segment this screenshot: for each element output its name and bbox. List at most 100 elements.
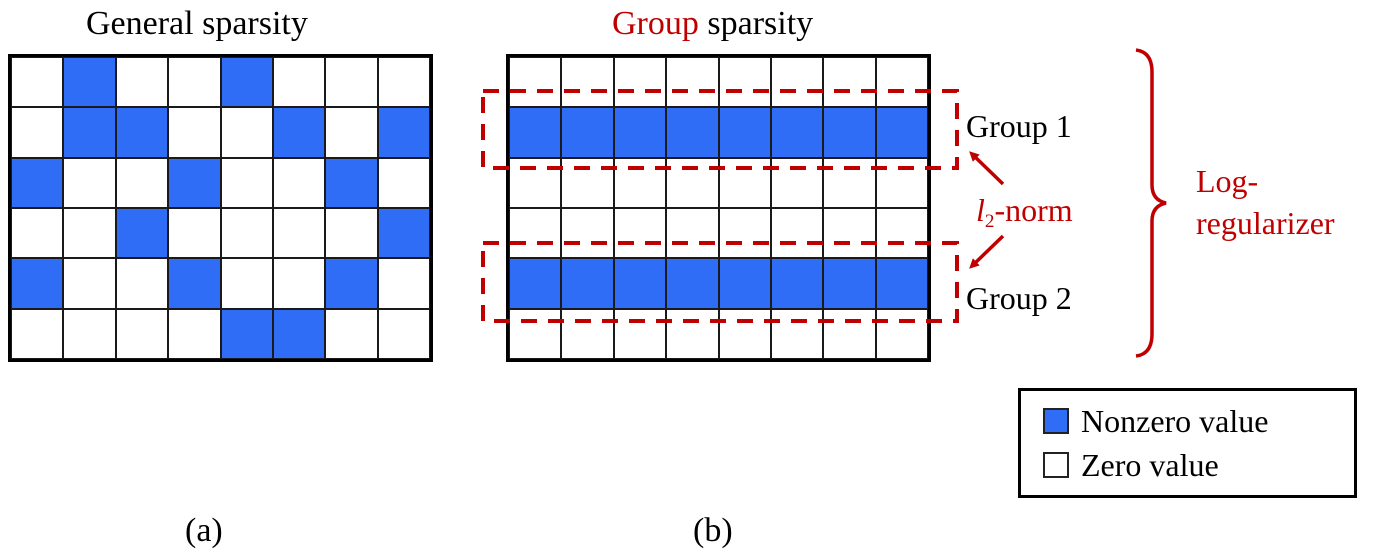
log-regularizer-line-1: Log- bbox=[1196, 163, 1259, 199]
legend: Nonzero value Zero value bbox=[1018, 388, 1357, 498]
general-cell-nonzero bbox=[272, 107, 326, 158]
general-cell-zero bbox=[377, 157, 430, 208]
group-cell-zero bbox=[823, 308, 876, 359]
general-cell-zero bbox=[220, 157, 273, 208]
group-cell-zero bbox=[613, 308, 667, 359]
general-cell-zero bbox=[168, 57, 221, 108]
general-cell-zero bbox=[11, 57, 64, 108]
group-1-dashed-box bbox=[481, 89, 959, 170]
general-cell-zero bbox=[272, 207, 326, 259]
general-cell-zero bbox=[325, 57, 378, 108]
panel-a-title: General sparsity bbox=[86, 5, 308, 42]
group-cell-zero bbox=[666, 207, 719, 259]
general-cell-zero bbox=[272, 157, 326, 208]
group-cell-zero bbox=[823, 207, 876, 259]
group-cell-nonzero bbox=[823, 258, 876, 309]
group-cell-zero bbox=[823, 57, 876, 108]
general-cell-nonzero bbox=[377, 207, 430, 259]
group-cell-zero bbox=[509, 308, 562, 359]
legend-label-zero: Zero value bbox=[1081, 446, 1219, 483]
group-2-label: Group 2 bbox=[966, 280, 1072, 316]
group-cell-zero bbox=[770, 57, 824, 108]
general-cell-nonzero bbox=[63, 107, 116, 158]
general-cell-nonzero bbox=[11, 258, 64, 309]
general-cell-zero bbox=[115, 258, 169, 309]
l2-norm-subscript: 2 bbox=[984, 210, 995, 232]
legend-item-nonzero: Nonzero value bbox=[1043, 399, 1354, 443]
panel-b-title-highlight: Group bbox=[612, 5, 699, 42]
group-cell-nonzero bbox=[509, 107, 562, 158]
general-cell-zero bbox=[63, 258, 116, 309]
general-cell-zero bbox=[115, 308, 169, 359]
nonzero-swatch-icon bbox=[1043, 408, 1069, 434]
group-cell-zero bbox=[875, 207, 928, 259]
group-cell-nonzero bbox=[718, 107, 771, 158]
group-cell-nonzero bbox=[561, 258, 614, 309]
general-cell-zero bbox=[220, 207, 273, 259]
group-cell-nonzero bbox=[875, 258, 928, 309]
group-cell-zero bbox=[770, 207, 824, 259]
general-cell-zero bbox=[63, 308, 116, 359]
log-regularizer-line-2: regularizer bbox=[1196, 205, 1335, 241]
general-cell-zero bbox=[11, 107, 64, 158]
general-cell-zero bbox=[377, 57, 430, 108]
group-cell-zero bbox=[613, 207, 667, 259]
general-cell-nonzero bbox=[220, 308, 273, 359]
group-cell-zero bbox=[561, 308, 614, 359]
group-2-dashed-box bbox=[481, 241, 959, 323]
general-cell-zero bbox=[168, 107, 221, 158]
group-cell-zero bbox=[509, 207, 562, 259]
group-cell-nonzero bbox=[613, 107, 667, 158]
group-cell-nonzero bbox=[561, 107, 614, 158]
log-regularizer-label: Log- regularizer bbox=[1196, 160, 1335, 244]
panel-b-caption: (b) bbox=[693, 512, 733, 549]
general-cell-zero bbox=[168, 308, 221, 359]
general-cell-zero bbox=[272, 258, 326, 309]
l2-norm-label: l2-norm bbox=[976, 192, 1073, 240]
general-sparsity-grid bbox=[8, 54, 433, 362]
group-cell-zero bbox=[666, 308, 719, 359]
group-cell-zero bbox=[718, 207, 771, 259]
general-cell-nonzero bbox=[63, 57, 116, 108]
group-cell-zero bbox=[613, 57, 667, 108]
general-cell-zero bbox=[220, 107, 273, 158]
general-cell-zero bbox=[11, 207, 64, 259]
arrow-to-group-2-icon bbox=[969, 234, 1005, 269]
general-cell-zero bbox=[168, 207, 221, 259]
general-cell-zero bbox=[377, 308, 430, 359]
group-cell-zero bbox=[718, 57, 771, 108]
legend-label-nonzero: Nonzero value bbox=[1081, 402, 1269, 439]
group-cell-nonzero bbox=[770, 258, 824, 309]
general-cell-nonzero bbox=[325, 258, 378, 309]
group-cell-zero bbox=[509, 57, 562, 108]
group-1-label: Group 1 bbox=[966, 108, 1072, 144]
group-cell-nonzero bbox=[666, 258, 719, 309]
general-cell-zero bbox=[272, 57, 326, 108]
general-cell-zero bbox=[325, 207, 378, 259]
legend-item-zero: Zero value bbox=[1043, 443, 1354, 487]
general-cell-zero bbox=[115, 157, 169, 208]
general-cell-nonzero bbox=[377, 107, 430, 158]
group-cell-zero bbox=[666, 57, 719, 108]
general-cell-zero bbox=[63, 207, 116, 259]
group-sparsity-grid bbox=[506, 54, 931, 362]
l2-norm-variable: l bbox=[976, 192, 985, 228]
general-cell-nonzero bbox=[115, 107, 169, 158]
group-cell-nonzero bbox=[509, 258, 562, 309]
group-cell-nonzero bbox=[823, 107, 876, 158]
zero-swatch-icon bbox=[1043, 452, 1069, 478]
group-cell-zero bbox=[770, 308, 824, 359]
group-cell-zero bbox=[718, 308, 771, 359]
curly-brace-icon bbox=[1135, 48, 1167, 358]
l2-norm-text: -norm bbox=[994, 192, 1073, 228]
general-cell-nonzero bbox=[115, 207, 169, 259]
general-cell-nonzero bbox=[168, 258, 221, 309]
panel-b-title: Group sparsity bbox=[612, 4, 813, 44]
group-cell-zero bbox=[875, 308, 928, 359]
general-cell-zero bbox=[220, 258, 273, 309]
group-cell-nonzero bbox=[875, 107, 928, 158]
general-cell-zero bbox=[63, 157, 116, 208]
group-cell-zero bbox=[561, 57, 614, 108]
group-cell-nonzero bbox=[718, 258, 771, 309]
